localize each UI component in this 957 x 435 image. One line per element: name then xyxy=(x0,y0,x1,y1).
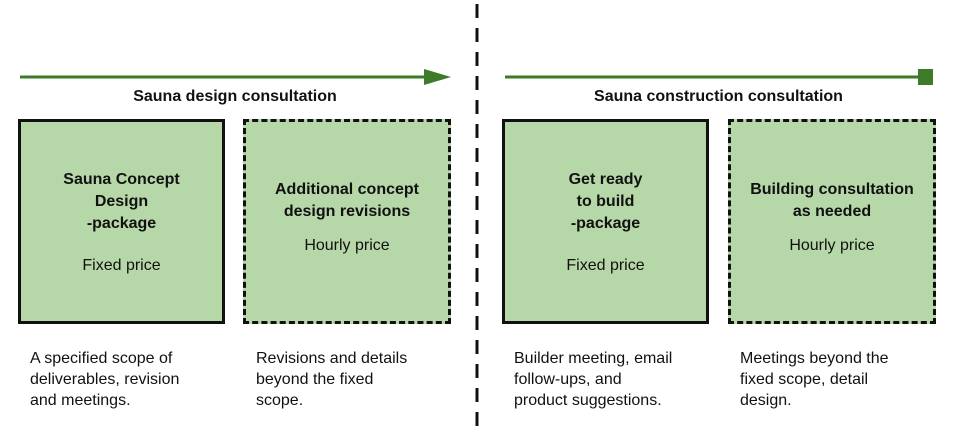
concept-design-package-box: Sauna Concept Design -package Fixed pric… xyxy=(18,119,225,324)
design-arrow-head xyxy=(424,69,451,85)
get-ready-to-build-package-box: Get ready to build -package Fixed price xyxy=(502,119,709,324)
box-title: Additional concept design revisions xyxy=(275,181,419,220)
box-price: Hourly price xyxy=(789,237,875,254)
box-price: Fixed price xyxy=(82,257,161,274)
additional-revisions-box: Additional concept design revisions Hour… xyxy=(243,119,451,324)
box-price: Fixed price xyxy=(566,257,645,274)
box-title: Get ready to build -package xyxy=(568,171,643,232)
box-title: Sauna Concept Design -package xyxy=(63,171,180,232)
box-title: Building consultation as needed xyxy=(750,181,914,220)
building-consultation-box: Building consultation as needed Hourly p… xyxy=(728,119,936,324)
construction-arrow-end xyxy=(918,69,933,85)
building-consultation-description: Meetings beyond the fixed scope, detail … xyxy=(740,350,889,409)
section-title-construction: Sauna construction consultation xyxy=(594,88,843,105)
concept-design-description: A specified scope of deliverables, revis… xyxy=(30,350,180,409)
section-title-design: Sauna design consultation xyxy=(133,88,337,105)
box-price: Hourly price xyxy=(304,237,390,254)
additional-revisions-description: Revisions and details beyond the fixed s… xyxy=(256,350,408,409)
get-ready-description: Builder meeting, email follow-ups, and p… xyxy=(514,350,673,409)
